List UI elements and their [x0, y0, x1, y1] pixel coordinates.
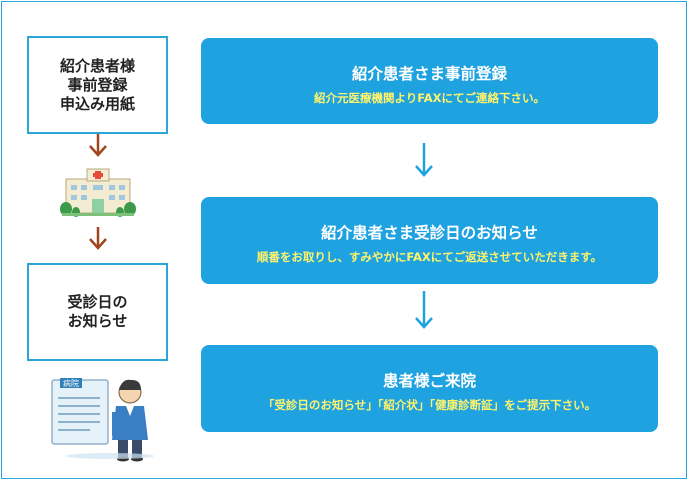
right-arrow-down-icon — [415, 143, 433, 177]
referral-form-box: 紹介患者様 事前登録 申込み用紙 — [27, 36, 168, 134]
step-patient-visit: 患者様ご来院 「受診日のお知らせ」「紹介状」「健康診断証」をご提示下さい。 — [201, 345, 658, 432]
step-title: 紹介患者さま受診日のお知らせ — [321, 224, 538, 242]
left-arrow-down-icon — [89, 227, 107, 250]
step-referral-registration: 紹介患者さま事前登録 紹介元医療機関よりFAXにてご連絡下さい。 — [201, 38, 658, 124]
patient-with-documents-icon: 病院 — [51, 378, 154, 462]
left-arrow-down-icon — [89, 134, 107, 157]
step-title: 紹介患者さま事前登録 — [351, 65, 507, 83]
step-subtitle: 紹介元医療機関よりFAXにてご連絡下さい。 — [313, 91, 546, 105]
step-appointment-notice: 紹介患者さま受診日のお知らせ 順番をお取りし、すみやかにFAXにてご返送させてい… — [201, 197, 658, 284]
appointment-notice-box: 受診日の お知らせ — [27, 263, 168, 361]
step-subtitle: 順番をお取りし、すみやかにFAXにてご返送させていただきます。 — [256, 250, 603, 264]
right-arrow-down-icon — [415, 291, 433, 329]
step-subtitle: 「受診日のお知らせ」「紹介状」「健康診断証」をご提示下さい。 — [262, 398, 597, 412]
hospital-sign-label: 病院 — [63, 378, 79, 388]
hospital-icon — [60, 168, 136, 217]
step-title: 患者様ご来院 — [382, 372, 476, 390]
